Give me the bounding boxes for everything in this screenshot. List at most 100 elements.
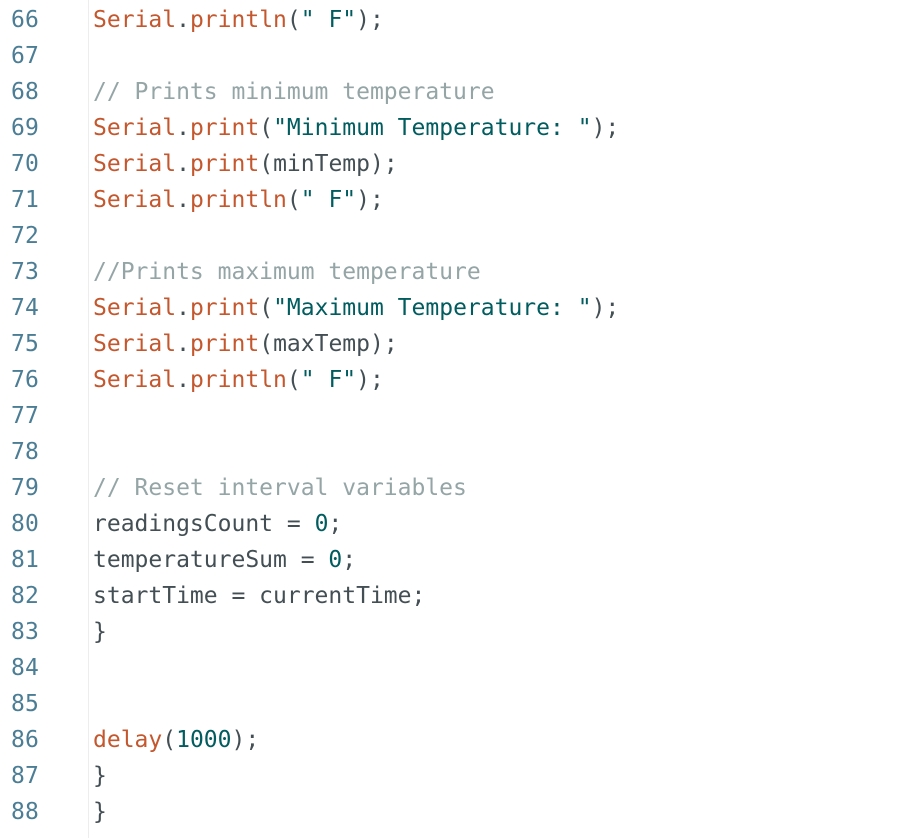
line-number: 81 xyxy=(11,547,40,573)
line-code: Serial.println(" F"); xyxy=(93,2,384,38)
code-token: readingsCount xyxy=(93,511,274,537)
line-code: startTime = currentTime; xyxy=(93,578,425,614)
code-line[interactable]: 84 xyxy=(0,650,904,686)
code-token: print xyxy=(189,115,260,141)
code-token: ); xyxy=(231,727,260,753)
code-token: print xyxy=(189,295,260,321)
line-code: Serial.print(minTemp); xyxy=(93,146,398,182)
line-code: // Reset interval variables xyxy=(93,470,467,506)
line-code: } xyxy=(93,614,107,650)
line-number: 70 xyxy=(11,151,40,177)
code-token: "Minimum Temperature: " xyxy=(273,115,592,141)
line-code: } xyxy=(93,758,107,794)
line-code: Serial.print("Maximum Temperature: "); xyxy=(93,290,619,326)
line-number: 88 xyxy=(11,799,40,825)
code-token: // Prints minimum temperature xyxy=(93,79,495,105)
line-number: 76 xyxy=(11,367,40,393)
line-number: 77 xyxy=(11,403,40,429)
line-number: 73 xyxy=(11,259,40,285)
code-token: Serial xyxy=(93,295,177,321)
code-line[interactable]: 83} xyxy=(0,614,904,650)
line-number: 68 xyxy=(11,79,40,105)
line-number: 85 xyxy=(11,691,40,717)
line-number: 74 xyxy=(11,295,40,321)
code-token: = xyxy=(273,511,315,537)
code-line[interactable]: 72 xyxy=(0,218,904,254)
line-number: 69 xyxy=(11,115,40,141)
code-token: // Reset interval variables xyxy=(93,475,467,501)
code-token: ( xyxy=(259,331,274,357)
code-token: Serial xyxy=(93,115,177,141)
code-token: 0 xyxy=(328,547,343,573)
code-token: ; xyxy=(411,583,426,609)
code-line[interactable]: 77 xyxy=(0,398,904,434)
code-token: currentTime xyxy=(259,583,412,609)
code-line[interactable]: 69 Serial.print("Minimum Temperature: "); xyxy=(0,110,904,146)
code-line[interactable]: 79 // Reset interval variables xyxy=(0,470,904,506)
code-line[interactable]: 68 // Prints minimum temperature xyxy=(0,74,904,110)
code-token: ); xyxy=(591,295,620,321)
code-token: ( xyxy=(259,115,274,141)
code-token: . xyxy=(176,331,190,357)
code-token: " F" xyxy=(300,367,357,393)
code-line[interactable]: 73 //Prints maximum temperature xyxy=(0,254,904,290)
code-token: = xyxy=(217,583,260,609)
code-token: temperatureSum xyxy=(93,547,287,573)
code-line[interactable]: 66 Serial.println(" F"); xyxy=(0,2,904,38)
line-code: delay(1000); xyxy=(93,722,259,758)
code-token: println xyxy=(189,187,287,213)
code-line[interactable]: 86 delay(1000); xyxy=(0,722,904,758)
line-code: readingsCount = 0; xyxy=(93,506,342,542)
code-token: delay xyxy=(93,727,163,753)
code-line[interactable]: 78 xyxy=(0,434,904,470)
line-number: 84 xyxy=(11,655,40,681)
code-token: . xyxy=(176,367,190,393)
line-code: //Prints maximum temperature xyxy=(93,254,481,290)
code-line[interactable]: 87} xyxy=(0,758,904,794)
code-token: " F" xyxy=(300,187,357,213)
line-number: 79 xyxy=(11,475,40,501)
line-number: 82 xyxy=(11,583,40,609)
code-token: print xyxy=(189,331,260,357)
code-line[interactable]: 88} xyxy=(0,794,904,830)
code-line[interactable]: 67 xyxy=(0,38,904,74)
line-number: 71 xyxy=(11,187,40,213)
code-token: } xyxy=(93,763,107,789)
code-token: ( xyxy=(286,187,301,213)
line-code: Serial.print("Minimum Temperature: "); xyxy=(93,110,619,146)
line-number: 78 xyxy=(11,439,40,465)
code-token: . xyxy=(176,187,190,213)
code-token: ); xyxy=(591,115,620,141)
code-token: Serial xyxy=(93,367,177,393)
line-number: 87 xyxy=(11,763,40,789)
line-number: 83 xyxy=(11,619,40,645)
line-code: } xyxy=(93,794,107,830)
line-number: 66 xyxy=(11,7,40,33)
line-code: Serial.print(maxTemp); xyxy=(93,326,398,362)
gutter-divider xyxy=(88,0,89,838)
code-token: ); xyxy=(370,331,398,357)
code-line[interactable]: 74 Serial.print("Maximum Temperature: "); xyxy=(0,290,904,326)
code-line[interactable]: 85 xyxy=(0,686,904,722)
line-code: // Prints minimum temperature xyxy=(93,74,495,110)
code-line[interactable]: 70 Serial.print(minTemp); xyxy=(0,146,904,182)
line-number: 86 xyxy=(11,727,40,753)
code-token: Serial xyxy=(93,7,177,33)
code-token: ); xyxy=(356,367,384,393)
code-token: //Prints maximum temperature xyxy=(93,259,481,285)
code-token: startTime xyxy=(93,583,218,609)
code-line[interactable]: 82 startTime = currentTime; xyxy=(0,578,904,614)
code-token: ); xyxy=(356,187,384,213)
code-token: 1000 xyxy=(176,727,232,753)
code-token: . xyxy=(176,115,190,141)
code-token: println xyxy=(189,7,287,33)
code-token: "Maximum Temperature: " xyxy=(273,295,592,321)
code-token: ; xyxy=(342,547,357,573)
line-number-gutter xyxy=(0,0,88,838)
